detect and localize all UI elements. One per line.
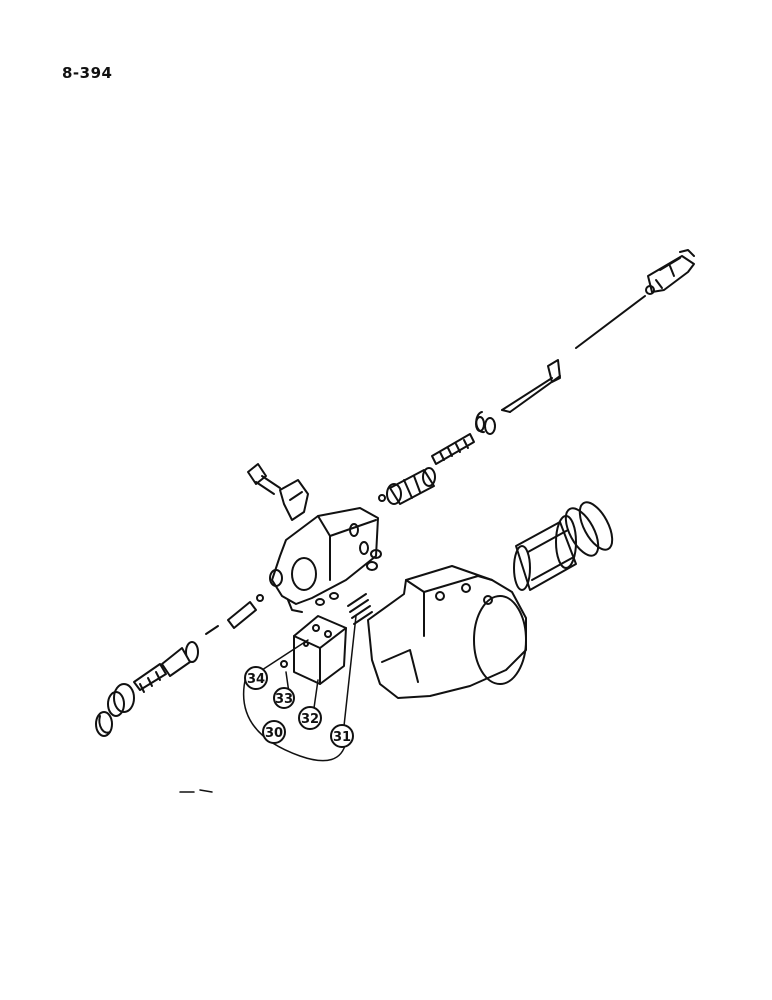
callout-label: 33 (275, 692, 293, 707)
callout-label: 30 (265, 726, 283, 741)
page-number: 8-394 (62, 64, 113, 82)
bracket-clip (279, 479, 309, 521)
stray-mark (179, 789, 213, 793)
callout-label: 32 (301, 712, 319, 727)
callout-33: 33 (273, 687, 295, 709)
callout-30: 30 (262, 720, 286, 744)
cylinder-piston (513, 515, 577, 591)
o-rings (315, 592, 339, 606)
mounting-bolt (247, 463, 281, 495)
control-rod (575, 295, 646, 349)
piston-seals (564, 501, 614, 557)
lift-cylinder (367, 565, 527, 699)
small-seal (280, 660, 288, 668)
callout-34: 34 (244, 666, 268, 690)
piston-rod (501, 359, 561, 413)
callout-leaders (242, 615, 357, 762)
relief-valve-parts (133, 594, 264, 693)
callout-label: 34 (247, 672, 265, 687)
spool-valve (386, 467, 436, 505)
valve-housing (269, 507, 379, 613)
callout-label: 31 (333, 730, 351, 745)
callout-32: 32 (298, 706, 322, 730)
callout-31: 31 (330, 724, 354, 748)
spring (347, 593, 373, 625)
lift-arm-clevis (645, 249, 695, 295)
washer-set (475, 411, 496, 435)
manifold-block (293, 615, 347, 685)
housing-o-rings (366, 549, 382, 571)
plug-and-snap-ring (95, 683, 135, 737)
o-ring-small (378, 494, 386, 502)
threaded-stem (431, 433, 475, 465)
